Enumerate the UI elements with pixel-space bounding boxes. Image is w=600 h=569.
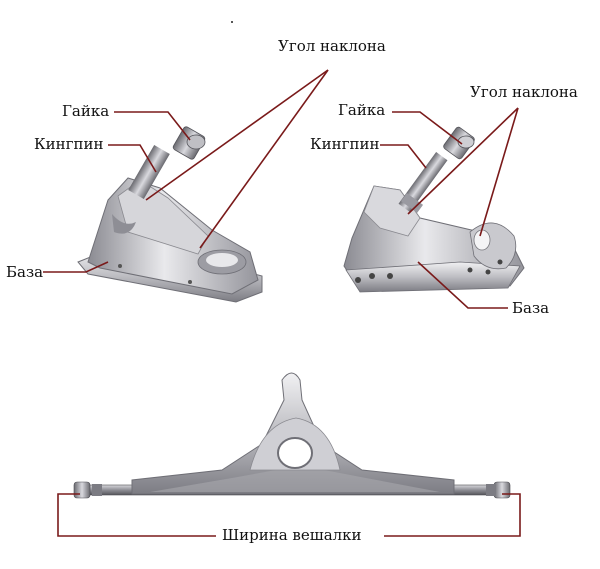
label-hanger-width: Ширина вешалки	[222, 526, 362, 544]
left-nut-leader	[114, 111, 191, 141]
right-kingpin-leader	[380, 144, 427, 169]
left-tilt-leader-2	[199, 69, 329, 249]
label-right-base: База	[512, 299, 550, 317]
right-nut-leader	[392, 111, 463, 145]
right-tilt-leader-2	[479, 107, 519, 237]
leader-lines	[42, 69, 521, 537]
label-right-nut: Гайка	[338, 101, 386, 119]
label-left-base: База	[6, 263, 44, 281]
label-left-tilt: Угол наклона	[278, 37, 386, 55]
hanger-illustration	[73, 372, 511, 499]
label-left-nut: Гайка	[62, 102, 110, 120]
label-left-kingpin: Кингпин	[34, 135, 104, 153]
hanger-width-bracket-left	[57, 493, 216, 537]
label-right-tilt: Угол наклона	[470, 83, 578, 101]
dot-mark	[231, 21, 233, 23]
right-baseplate-illustration	[343, 126, 525, 293]
right-base-leader	[417, 261, 508, 309]
left-baseplate-illustration	[77, 126, 263, 303]
hanger-width-bracket-right	[384, 493, 521, 537]
left-tilt-leader-1	[145, 69, 329, 201]
left-kingpin-leader	[108, 144, 157, 173]
label-right-kingpin: Кингпин	[310, 135, 380, 153]
left-base-leader	[42, 261, 109, 273]
right-tilt-leader-1	[407, 107, 519, 215]
